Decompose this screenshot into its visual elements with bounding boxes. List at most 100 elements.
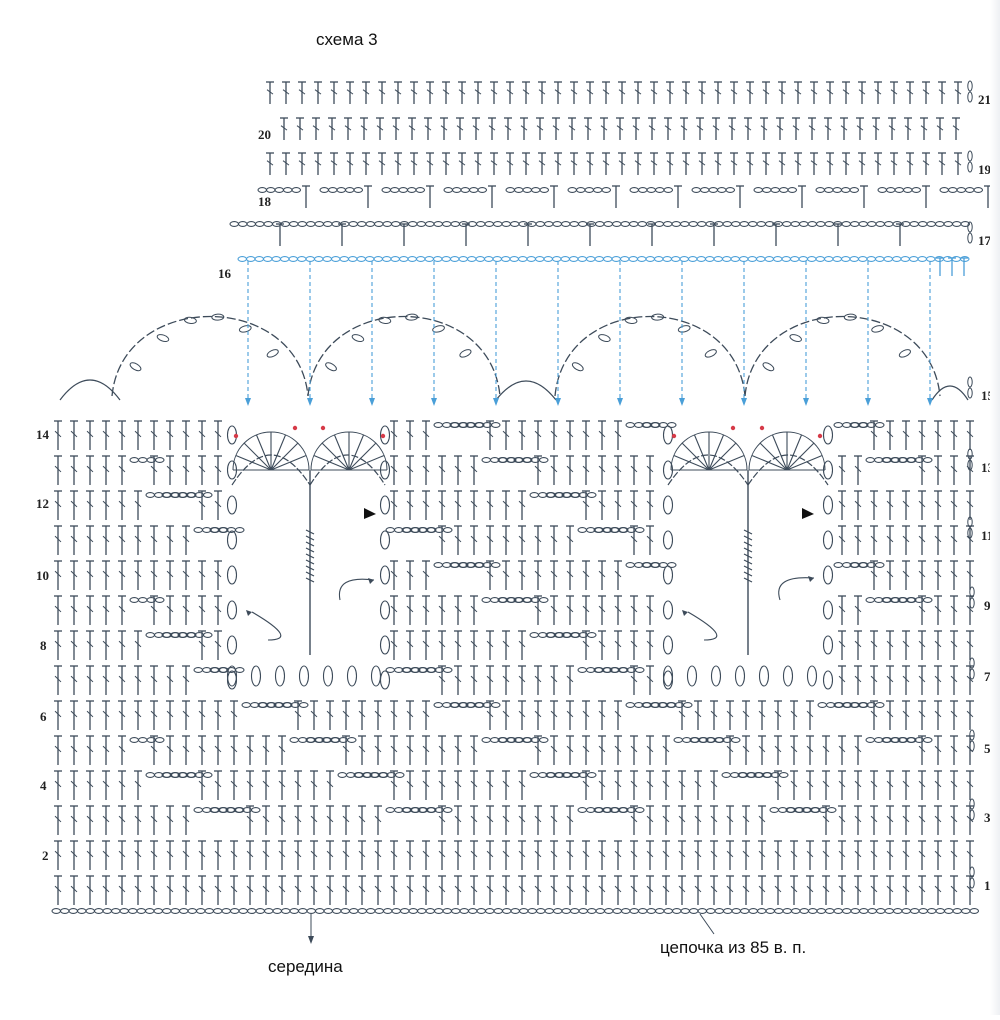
- chain-mark: [526, 256, 537, 262]
- chain-mark: [721, 256, 732, 262]
- stitch-mark: [874, 160, 882, 166]
- stitch-mark: [298, 89, 306, 95]
- chain-mark: [510, 908, 521, 914]
- chain-mark: [237, 256, 248, 262]
- chain-mark: [679, 256, 690, 262]
- chain-mark: [407, 256, 418, 262]
- stitch-mark: [438, 780, 446, 788]
- stitch-mark: [934, 885, 942, 893]
- stitch-mark: [950, 605, 958, 613]
- stitch-mark: [822, 745, 830, 753]
- chain-mark: [865, 737, 876, 743]
- direction-arrowhead: [246, 610, 252, 616]
- stitch-mark: [198, 710, 206, 718]
- stitch-mark: [582, 570, 590, 578]
- stitch-mark: [826, 89, 834, 95]
- chain-mark: [645, 256, 656, 262]
- chain-mark: [433, 702, 444, 708]
- stitch-mark: [950, 570, 958, 578]
- stitch-mark: [262, 815, 270, 823]
- stitch-mark: [102, 570, 110, 578]
- fan-stitch: [751, 454, 788, 471]
- chain-mark: [389, 187, 400, 193]
- chain-mark: [666, 562, 677, 568]
- stitch-mark: [118, 710, 126, 718]
- stitch-mark: [854, 815, 862, 823]
- chain-mark: [935, 908, 946, 914]
- chain-mark: [450, 908, 461, 914]
- chain-mark: [909, 908, 920, 914]
- chain-mark: [407, 221, 418, 227]
- chain-mark: [211, 313, 225, 321]
- chain-mark: [677, 325, 691, 333]
- chain-mark: [840, 187, 851, 193]
- scallop-arch: [111, 315, 309, 397]
- stitch-mark: [902, 570, 910, 578]
- stitch-mark: [518, 500, 526, 508]
- stitch-mark: [54, 430, 62, 438]
- stitch-mark: [150, 815, 158, 823]
- stitch-mark: [598, 850, 606, 858]
- chain-mark: [449, 256, 460, 262]
- row-number-21: 21: [978, 92, 991, 107]
- stitch-mark: [614, 465, 622, 473]
- stitch-mark: [182, 570, 190, 578]
- loop-mark: [734, 665, 746, 687]
- stitch-mark: [134, 675, 142, 683]
- chain-mark: [959, 256, 970, 262]
- stitch-mark: [810, 160, 818, 166]
- stitch-mark: [918, 745, 926, 753]
- chain-mark: [761, 187, 772, 193]
- stitch-mark: [950, 850, 958, 858]
- stitch-mark: [86, 640, 94, 648]
- blue-arrowhead: [555, 398, 561, 406]
- chain-mark: [229, 221, 240, 227]
- stitch-mark: [934, 500, 942, 508]
- stitch-mark: [426, 89, 434, 95]
- chain-mark: [663, 908, 674, 914]
- chain-mark: [85, 908, 96, 914]
- chain-mark: [119, 908, 130, 914]
- stitch-mark: [710, 885, 718, 893]
- chain-mark: [337, 772, 348, 778]
- fan-stitch: [786, 442, 815, 471]
- chain-mark: [467, 908, 478, 914]
- chain-mark: [238, 325, 252, 333]
- stitch-mark: [614, 780, 622, 788]
- stitch-mark: [294, 850, 302, 858]
- chain-mark: [530, 187, 541, 193]
- chain-mark: [280, 908, 291, 914]
- chain-mark: [704, 349, 717, 358]
- stitch-mark: [550, 570, 558, 578]
- stitch-mark: [342, 745, 350, 753]
- stitch-mark: [214, 570, 222, 578]
- stitch-mark: [870, 885, 878, 893]
- stitch-mark: [534, 885, 542, 893]
- chain-mark: [266, 349, 279, 358]
- chain-mark: [529, 492, 540, 498]
- chain-mark: [517, 256, 528, 262]
- stitch-mark: [760, 125, 768, 131]
- stitch-mark: [390, 710, 398, 718]
- stitch-mark: [214, 500, 222, 508]
- stitch-mark: [518, 430, 526, 438]
- stitch-mark: [70, 710, 78, 718]
- stitch-mark: [566, 745, 574, 753]
- stitch-mark: [790, 780, 798, 788]
- chain-mark: [460, 187, 471, 193]
- loop-mark: [822, 495, 834, 515]
- chain-mark: [442, 908, 453, 914]
- chain-mark: [922, 457, 933, 463]
- chain-mark: [704, 256, 715, 262]
- chain-mark: [263, 908, 274, 914]
- chain-mark: [815, 221, 826, 227]
- twist-mark: [743, 535, 753, 541]
- stitch-mark: [726, 850, 734, 858]
- chain-mark: [297, 221, 308, 227]
- stitch-mark: [344, 125, 352, 131]
- chain-mark: [900, 256, 911, 262]
- stitch-mark: [646, 465, 654, 473]
- loop-mark: [298, 665, 310, 687]
- fan-stitch: [270, 454, 307, 471]
- stitch-mark: [616, 125, 624, 131]
